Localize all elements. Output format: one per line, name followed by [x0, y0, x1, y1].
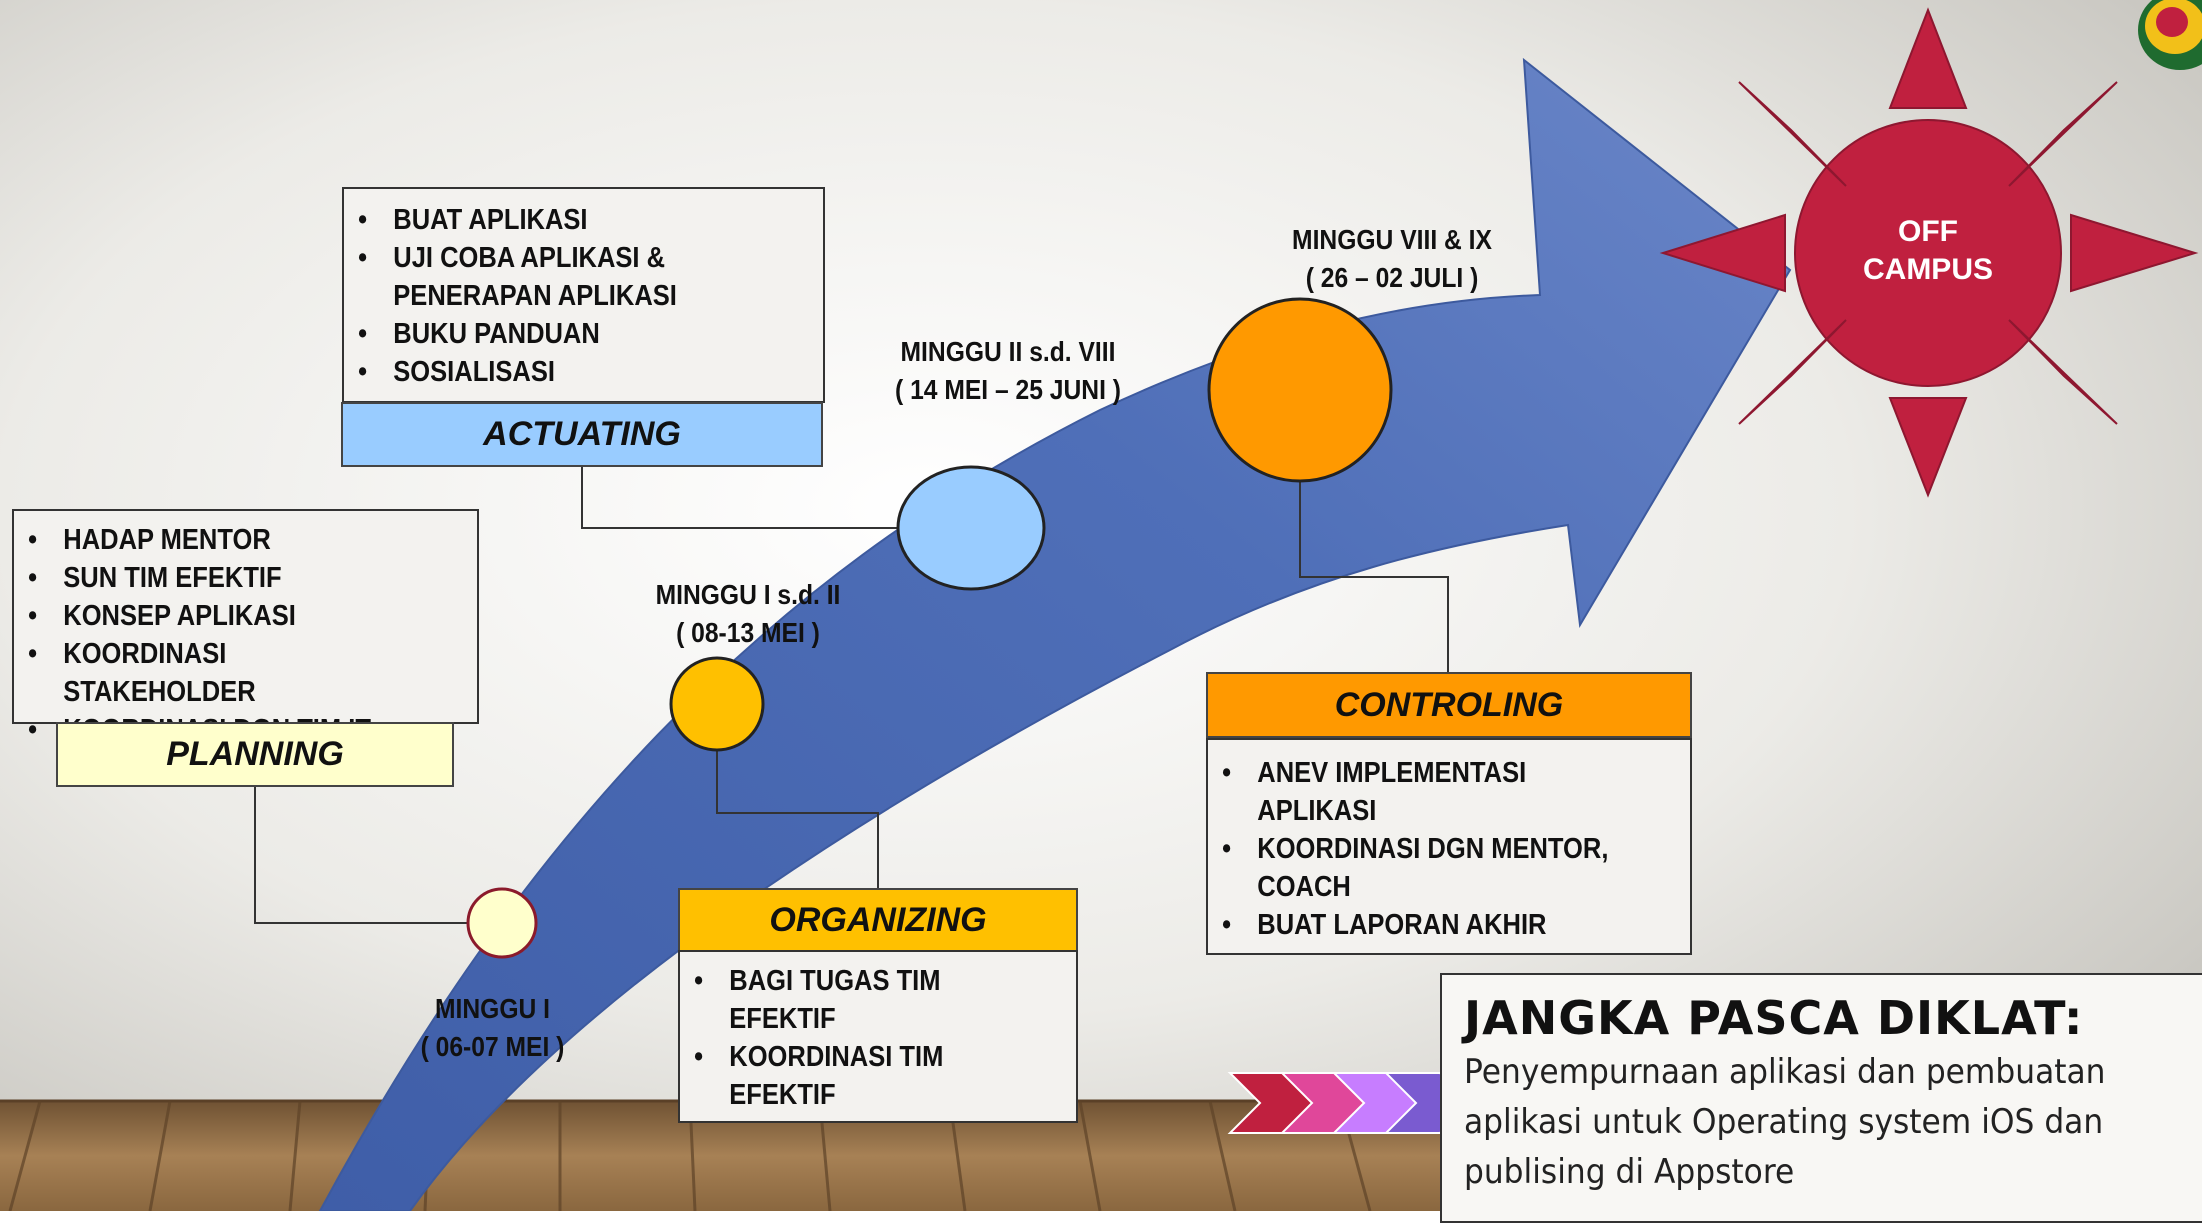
emblem-icon — [2138, 0, 2202, 70]
milestone-date: ( 26 – 02 JULI ) — [1305, 262, 1479, 293]
post-training-description: Penyempurnaan aplikasi dan pembuatan apl… — [1464, 1052, 2106, 1192]
chevron-icons — [1227, 1072, 1472, 1134]
actuating-task: UJI COBA APLIKASI & PENERAPAN APLIKASI — [344, 239, 684, 315]
planning-tasks-box: HADAP MENTOR SUN TIM EFEKTIF KONSEP APLI… — [12, 509, 479, 749]
milestone-week: MINGGU I — [434, 993, 550, 1024]
actuating-task: BUKU PANDUAN — [344, 315, 766, 353]
goal-line-2: CAMPUS — [1862, 253, 1993, 286]
planning-task: KONSEP APLIKASI — [14, 597, 421, 635]
organizing-task: KOORDINASI TIM EFEKTIF — [680, 1038, 958, 1114]
milestone-node-controling — [1207, 297, 1393, 483]
planning-task: KOORDINASI STAKEHOLDER — [14, 635, 421, 711]
milestone-date: ( 14 MEI – 25 JUNI ) — [895, 374, 1121, 405]
milestone-node-actuating — [896, 465, 1046, 591]
milestone-controling: MINGGU VIII & IX ( 26 – 02 JULI ) — [1278, 221, 1507, 297]
milestone-week: MINGGU II s.d. VIII — [900, 336, 1116, 367]
planning-task: HADAP MENTOR — [14, 521, 421, 559]
controling-tasks-box: ANEV IMPLEMENTASI APLIKASI KOORDINASI DG… — [1206, 738, 1692, 955]
organizing-tasks-box: BAGI TUGAS TIM EFEKTIF KOORDINASI TIM EF… — [678, 950, 1078, 1123]
goal-text: OFF CAMPUS — [1793, 213, 2063, 289]
milestone-date: ( 08-13 MEI ) — [676, 617, 820, 648]
controling-task: ANEV IMPLEMENTASI APLIKASI — [1208, 754, 1548, 830]
milestone-week: MINGGU VIII & IX — [1292, 224, 1492, 255]
actuating-task: BUAT APLIKASI — [344, 201, 766, 239]
milestone-node-organizing — [669, 656, 765, 752]
post-training-title: JANGKA PASCA DIKLAT: — [1464, 991, 2084, 1045]
actuating-label: ACTUATING — [341, 402, 823, 467]
milestone-planning: MINGGU I ( 06-07 MEI ) — [402, 990, 582, 1066]
planning-task: SUN TIM EFEKTIF — [14, 559, 421, 597]
controling-task: BUAT LAPORAN AKHIR — [1208, 906, 1632, 944]
controling-task: KOORDINASI DGN MENTOR, COACH — [1208, 830, 1627, 906]
milestone-date: ( 06-07 MEI ) — [420, 1031, 565, 1062]
milestone-organizing: MINGGU I s.d. II ( 08-13 MEI ) — [642, 576, 853, 652]
milestone-actuating: MINGGU II s.d. VIII ( 14 MEI – 25 JUNI ) — [885, 333, 1131, 409]
milestone-week: MINGGU I s.d. II — [655, 579, 841, 610]
post-training-box: JANGKA PASCA DIKLAT: Penyempurnaan aplik… — [1440, 973, 2202, 1223]
milestone-node-planning — [466, 887, 538, 959]
sun-shape — [1659, 7, 2199, 498]
connector-lines — [254, 463, 1449, 924]
organizing-task: BAGI TUGAS TIM EFEKTIF — [680, 962, 958, 1038]
controling-label: CONTROLING — [1206, 672, 1692, 738]
organizing-label: ORGANIZING — [678, 888, 1078, 952]
planning-label: PLANNING — [56, 722, 454, 787]
actuating-tasks-box: BUAT APLIKASI UJI COBA APLIKASI & PENERA… — [342, 187, 825, 403]
goal-line-1: OFF — [1898, 215, 1958, 248]
actuating-task: SOSIALISASI — [344, 353, 766, 391]
